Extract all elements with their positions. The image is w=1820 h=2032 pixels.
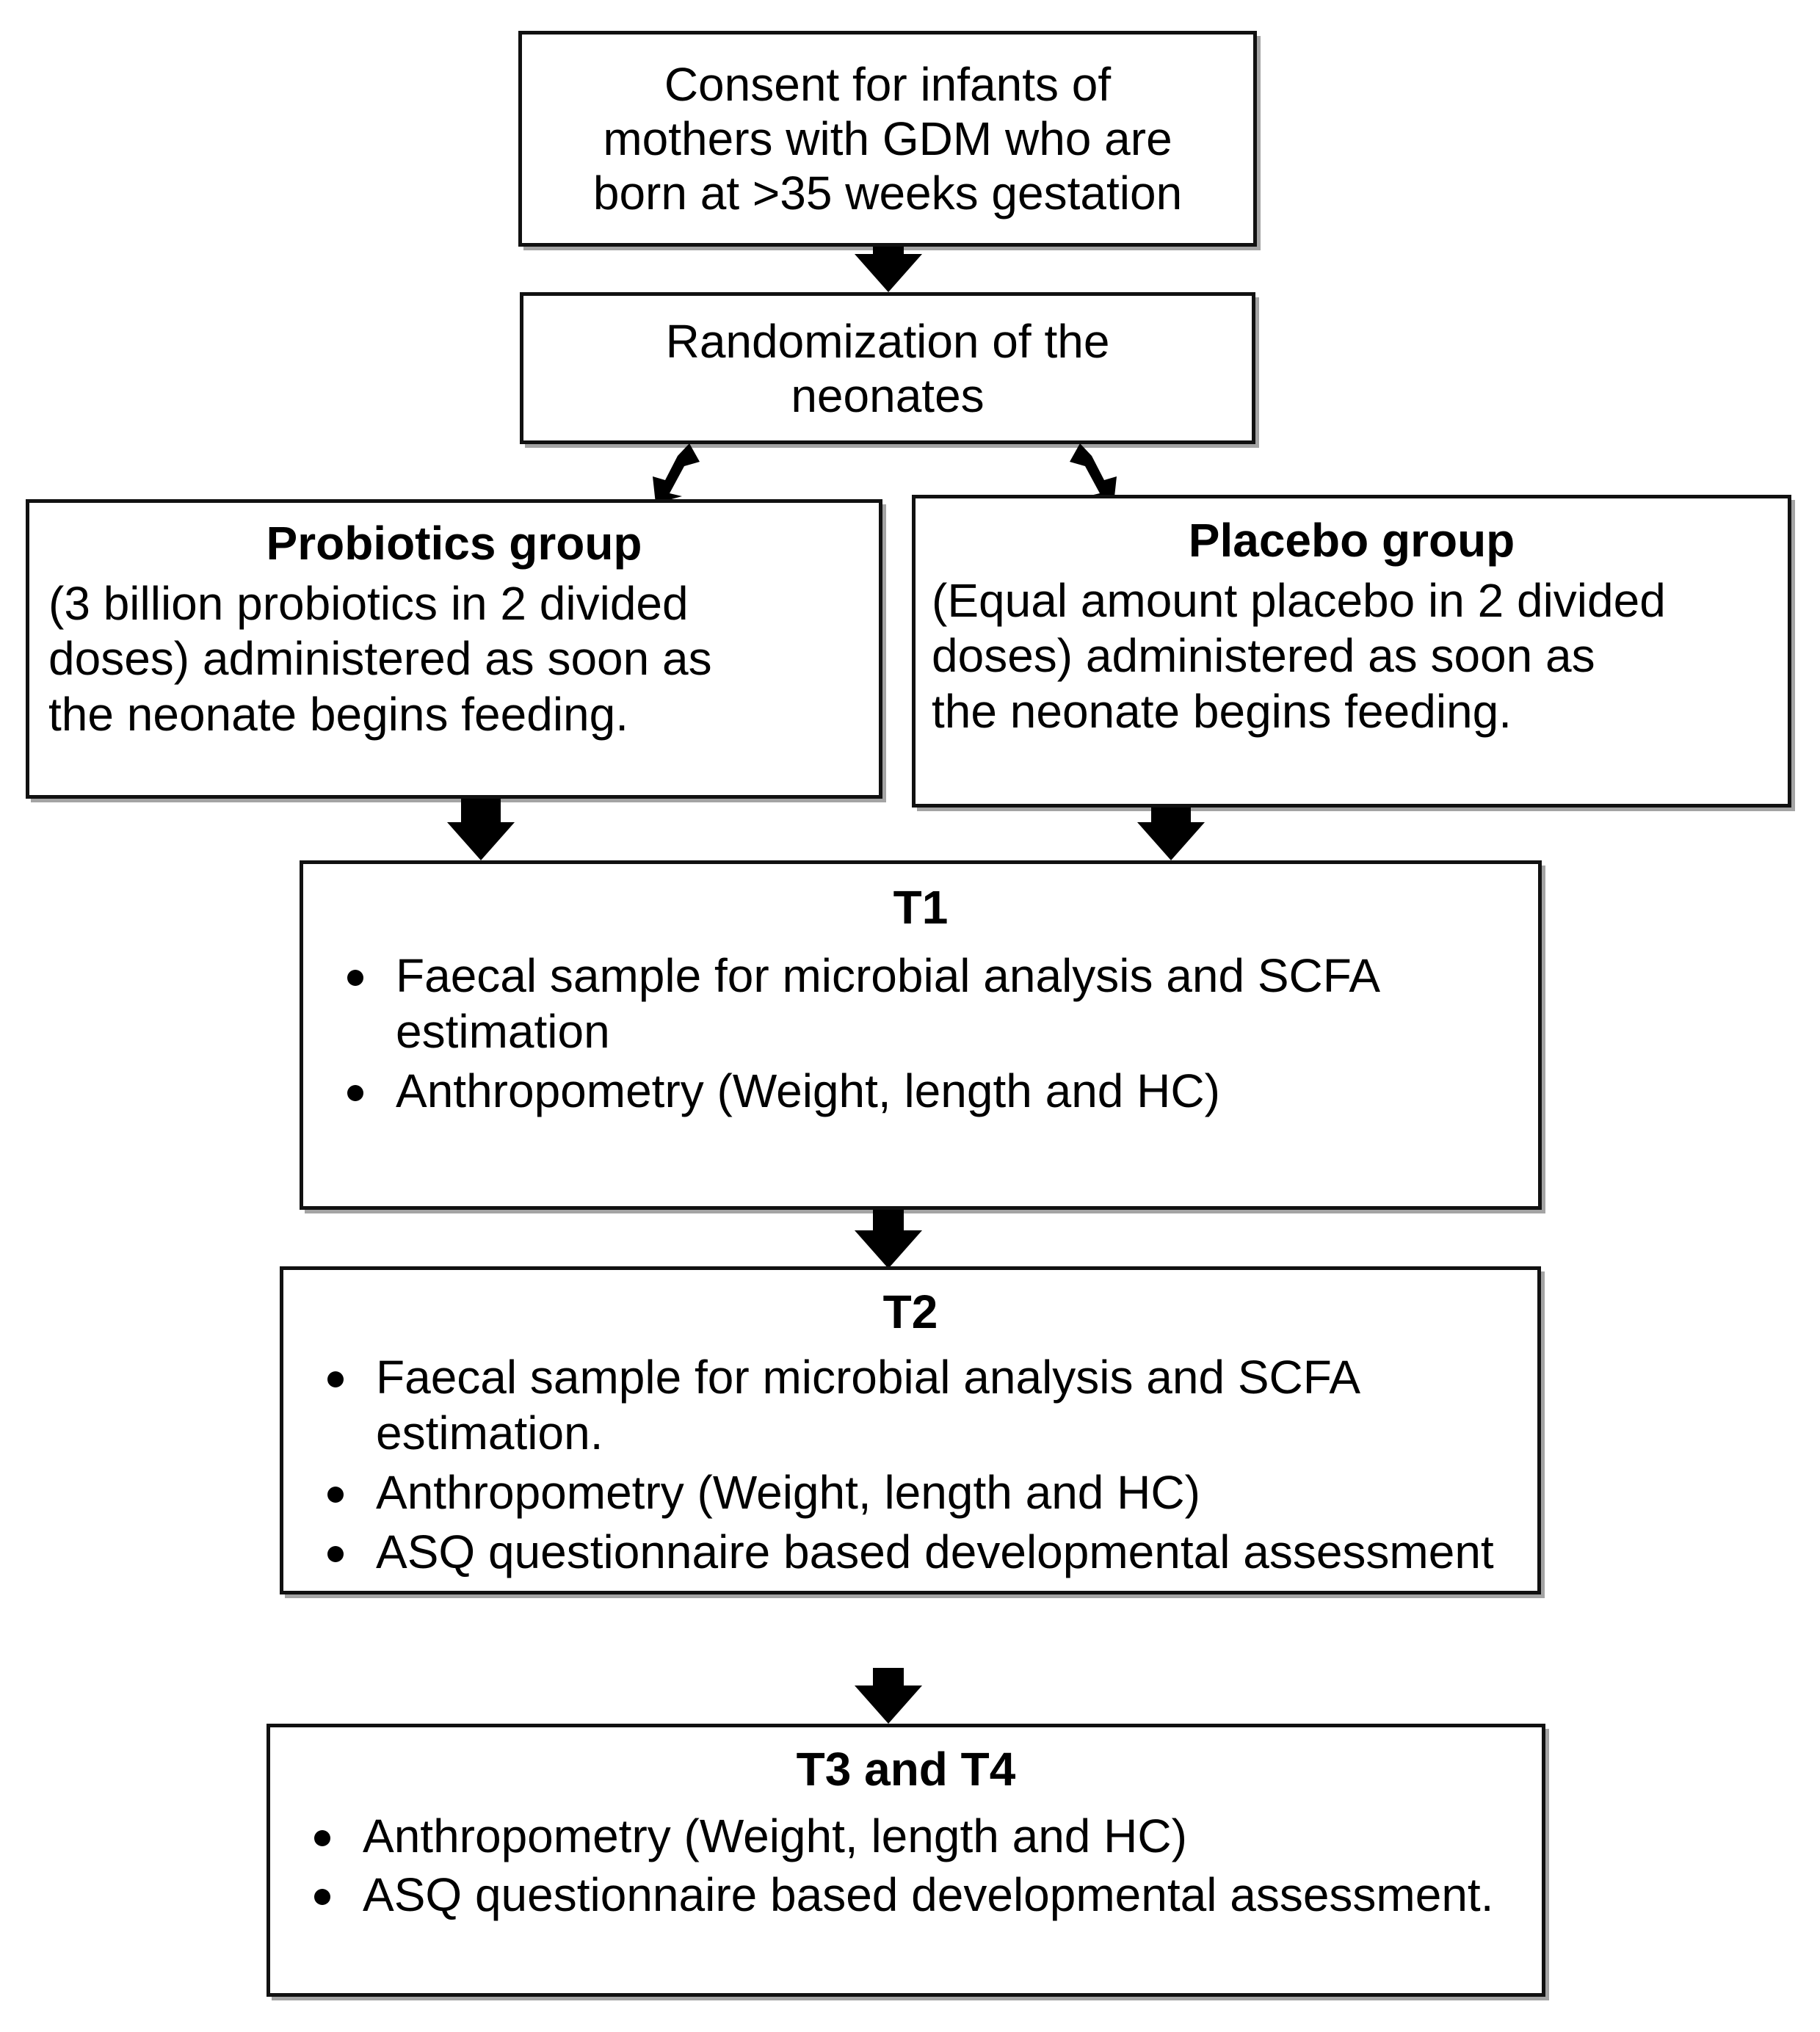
arrow-head-icon xyxy=(447,822,515,860)
node-randomization-line-2: neonates xyxy=(791,369,985,422)
node-probiotics-body-line-3: the neonate begins feeding. xyxy=(48,687,628,741)
node-consent-text: Consent for infants of mothers with GDM … xyxy=(522,57,1253,220)
node-randomization-line-1: Randomization of the xyxy=(665,314,1110,368)
arrow-probiotics-to-t1 xyxy=(437,799,525,860)
list-item: Anthropometry (Weight, length and HC) xyxy=(305,1465,1515,1521)
node-placebo-body-line-3: the neonate begins feeding. xyxy=(932,684,1512,738)
node-probiotics-body-line-1: (3 billion probiotics in 2 divided xyxy=(48,576,689,630)
bent-arrow-left-icon xyxy=(653,443,700,504)
node-placebo-body-line-1: (Equal amount placebo in 2 divided xyxy=(932,573,1666,627)
list-item: ASQ questionnaire based developmental as… xyxy=(292,1867,1520,1923)
node-consent: Consent for infants of mothers with GDM … xyxy=(518,31,1257,247)
node-t2-bullet-list: Faecal sample for microbial analysis and… xyxy=(305,1349,1515,1581)
arrow-placebo-to-t1 xyxy=(1127,808,1215,860)
node-t1-bullet-2: Anthropometry (Weight, length and HC) xyxy=(396,1064,1220,1118)
node-probiotics-content: Probiotics group (3 billion probiotics i… xyxy=(29,503,879,742)
node-probiotics-title: Probiotics group xyxy=(266,517,642,570)
node-t2: T2 Faecal sample for microbial analysis … xyxy=(280,1266,1541,1594)
node-randomization-text: Randomization of the neonates xyxy=(523,314,1252,423)
arrow-t2-to-t34 xyxy=(844,1668,932,1724)
node-t1-bullet-1: Faecal sample for microbial analysis and… xyxy=(396,948,1378,1059)
node-t3-t4-title: T3 and T4 xyxy=(796,1743,1016,1796)
node-t3-t4-content: T3 and T4 Anthropometry (Weight, length … xyxy=(270,1727,1542,1923)
arrow-head-icon xyxy=(855,1686,922,1724)
node-placebo-title: Placebo group xyxy=(1188,514,1515,567)
arrow-consent-to-randomization xyxy=(844,247,932,292)
list-item: Faecal sample for microbial analysis and… xyxy=(305,1349,1515,1462)
node-placebo-content: Placebo group (Equal amount placebo in 2… xyxy=(916,498,1788,739)
node-t2-bullet-2: Anthropometry (Weight, length and HC) xyxy=(376,1466,1200,1520)
list-item: Faecal sample for microbial analysis and… xyxy=(325,948,1516,1061)
node-consent-line-2: mothers with GDM who are xyxy=(603,112,1172,165)
node-t1: T1 Faecal sample for microbial analysis … xyxy=(300,860,1542,1210)
node-t1-content: T1 Faecal sample for microbial analysis … xyxy=(303,864,1538,1120)
list-item: ASQ questionnaire based developmental as… xyxy=(305,1524,1515,1581)
node-t1-title: T1 xyxy=(893,881,949,934)
node-t1-bullet-list: Faecal sample for microbial analysis and… xyxy=(325,948,1516,1120)
node-placebo-body: (Equal amount placebo in 2 divided doses… xyxy=(932,573,1772,740)
node-t3-t4: T3 and T4 Anthropometry (Weight, length … xyxy=(267,1724,1545,1997)
node-placebo-body-line-2: doses) administered as soon as xyxy=(932,629,1595,683)
node-t2-bullet-1: Faecal sample for microbial analysis and… xyxy=(376,1350,1358,1460)
node-t3-t4-bullet-2: ASQ questionnaire based developmental as… xyxy=(363,1868,1494,1922)
arrow-head-icon xyxy=(1137,822,1205,860)
arrow-randomization-to-probiotics xyxy=(617,442,712,505)
node-consent-line-1: Consent for infants of xyxy=(664,58,1112,111)
list-item: Anthropometry (Weight, length and HC) xyxy=(292,1808,1520,1865)
node-placebo-group: Placebo group (Equal amount placebo in 2… xyxy=(912,495,1791,808)
arrow-t1-to-t2 xyxy=(844,1210,932,1269)
arrow-randomization-to-placebo xyxy=(1057,442,1153,505)
node-t3-t4-bullet-list: Anthropometry (Weight, length and HC) AS… xyxy=(292,1808,1520,1924)
node-t2-bullet-3: ASQ questionnaire based developmental as… xyxy=(376,1525,1494,1578)
list-item: Anthropometry (Weight, length and HC) xyxy=(325,1063,1516,1120)
node-t2-content: T2 Faecal sample for microbial analysis … xyxy=(283,1270,1537,1581)
bent-arrow-right-icon xyxy=(1070,443,1117,504)
node-probiotics-body: (3 billion probiotics in 2 divided doses… xyxy=(48,576,860,743)
node-t3-t4-bullet-1: Anthropometry (Weight, length and HC) xyxy=(363,1809,1187,1862)
node-t2-title: T2 xyxy=(882,1285,938,1338)
node-probiotics-body-line-2: doses) administered as soon as xyxy=(48,632,712,686)
node-probiotics-group: Probiotics group (3 billion probiotics i… xyxy=(26,499,882,799)
arrow-head-icon xyxy=(855,254,922,292)
arrow-head-icon xyxy=(855,1230,922,1269)
arrow-shaft xyxy=(461,799,501,827)
node-randomization: Randomization of the neonates xyxy=(520,292,1255,444)
node-consent-line-3: born at >35 weeks gestation xyxy=(592,167,1183,219)
